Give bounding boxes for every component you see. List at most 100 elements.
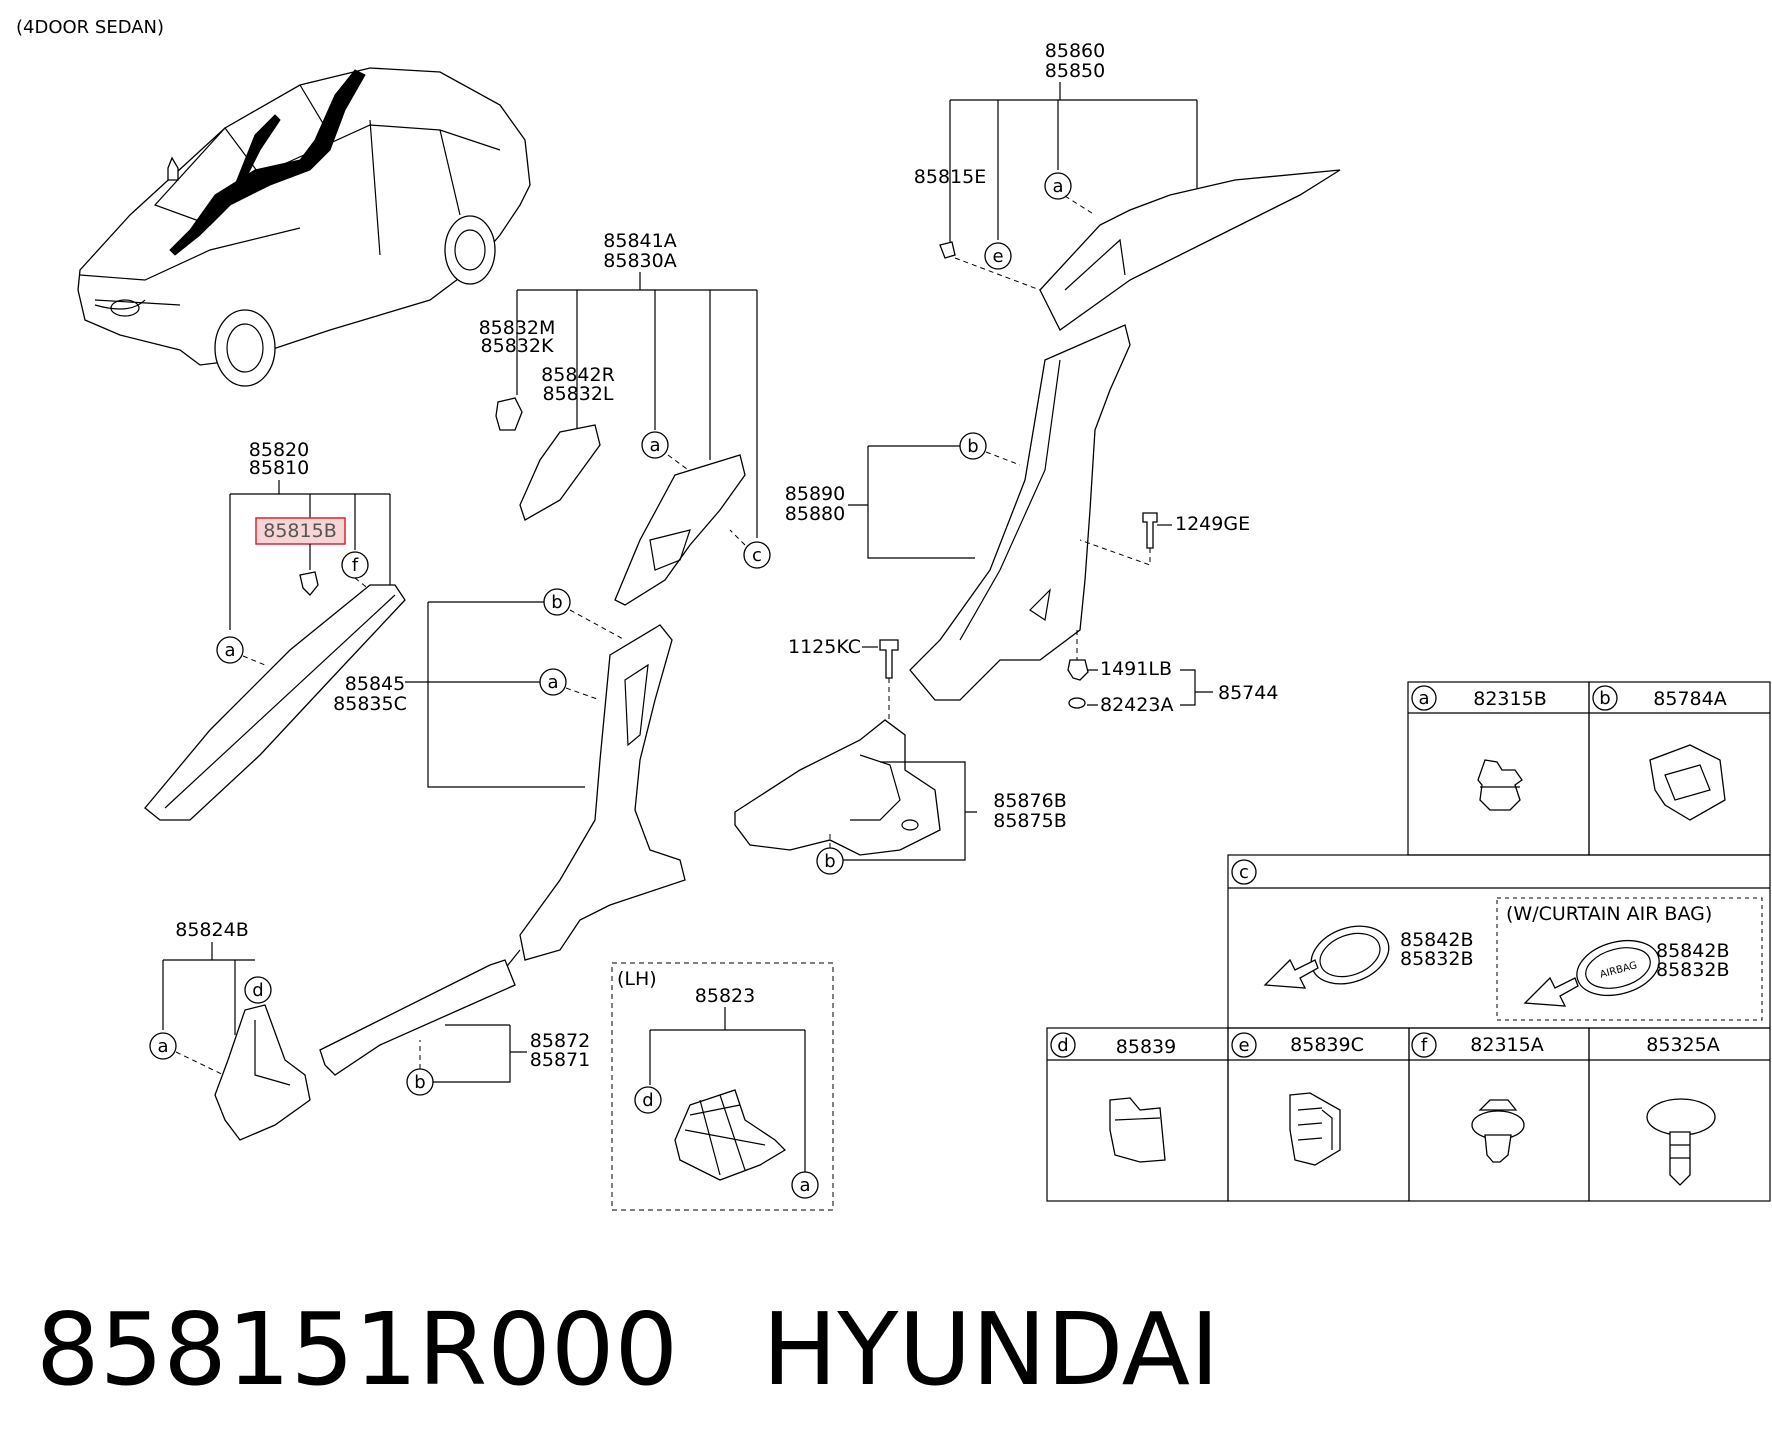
car-illustration [77, 67, 531, 387]
legend-part-85832B: 85832B [1400, 948, 1473, 970]
callout-b: b [406, 1068, 434, 1096]
callout-b: b [816, 847, 844, 875]
footer-brand: HYUNDAI [762, 1291, 1220, 1408]
icon-85842B-airbag [1576, 939, 1660, 997]
svg-text:a: a [1052, 176, 1063, 197]
label-85835C: 85835C [333, 693, 407, 715]
svg-text:f: f [352, 555, 359, 576]
callout-c: c [743, 541, 771, 569]
label-85875B: 85875B [993, 810, 1066, 832]
legend-callout-f: f [1411, 1032, 1437, 1058]
label-1491LB: 1491LB [1100, 658, 1172, 680]
part-85842R [519, 424, 601, 521]
callout-d: d [634, 1086, 662, 1114]
curtain-airbag-note: (W/CURTAIN AIR BAG) [1506, 903, 1712, 925]
legend-part-82315A: 82315A [1470, 1034, 1543, 1056]
fastener-1491LB [1067, 659, 1089, 681]
fastener-1125KC [879, 639, 899, 679]
icon-85839C-clip [1289, 1092, 1341, 1166]
legend-part-85832B-airbag: 85832B [1656, 959, 1729, 981]
svg-text:b: b [414, 1072, 425, 1093]
label-85850: 85850 [1045, 60, 1105, 82]
label-85820: 85820 [249, 439, 309, 461]
svg-text:b: b [1599, 688, 1610, 709]
label-85823: 85823 [695, 985, 755, 1007]
callout-a: a [1044, 172, 1072, 200]
svg-text:b: b [551, 592, 562, 613]
svg-text:e: e [1238, 1035, 1249, 1056]
lh-detail-box [611, 962, 834, 1211]
callout-a: a [216, 636, 244, 664]
label-85815B: 85815B [263, 520, 336, 542]
callout-a: a [149, 1032, 177, 1060]
label-85810: 85810 [249, 457, 309, 479]
callout-a: a [539, 668, 567, 696]
label-lh: (LH) [617, 968, 657, 990]
legend-part-85325A: 85325A [1646, 1034, 1719, 1056]
label-85860: 85860 [1045, 40, 1105, 62]
part-85872-sill [319, 959, 516, 1076]
label-85841A: 85841A [603, 230, 676, 252]
svg-text:c: c [1239, 862, 1249, 883]
highlight-box-85815B[interactable] [255, 517, 346, 545]
label-85876B: 85876B [993, 790, 1066, 812]
svg-text:f: f [1421, 1035, 1428, 1056]
legend-part-85842B-airbag: 85842B [1656, 940, 1729, 962]
svg-text:a: a [649, 435, 660, 456]
part-85823 [674, 1089, 787, 1181]
label-82423A: 82423A [1100, 694, 1173, 716]
svg-text:a: a [157, 1036, 168, 1057]
label-85872: 85872 [530, 1030, 590, 1052]
legend-part-82315B: 82315B [1473, 688, 1546, 710]
callout-e: e [984, 242, 1012, 270]
label-85871: 85871 [530, 1049, 590, 1071]
svg-text:b: b [824, 851, 835, 872]
part-85832M [495, 397, 523, 431]
label-85815E: 85815E [914, 166, 986, 188]
callout-a: a [791, 1171, 819, 1199]
svg-text:d: d [1057, 1035, 1068, 1056]
label-85845: 85845 [345, 673, 405, 695]
legend-part-85784A: 85784A [1653, 688, 1726, 710]
icon-85784A-clip [1649, 744, 1726, 821]
curtain-airbag-box [1496, 897, 1763, 1021]
svg-text:a: a [1418, 688, 1429, 709]
label-85832K: 85832K [481, 335, 554, 357]
legend-part-85839: 85839 [1116, 1036, 1176, 1058]
body-type-note: (4DOOR SEDAN) [16, 17, 164, 38]
svg-text:e: e [992, 246, 1003, 267]
label-85832M: 85832M [479, 317, 556, 339]
callout-b: b [959, 432, 987, 460]
label-85832L: 85832L [542, 383, 613, 405]
part-85841A [614, 454, 746, 606]
icon-85842B-plain [1310, 925, 1390, 985]
icon-82315B-clip [1477, 759, 1523, 811]
label-85890: 85890 [785, 483, 845, 505]
label-1249GE: 1249GE [1175, 513, 1250, 535]
svg-text:d: d [252, 980, 263, 1001]
svg-text:c: c [752, 545, 762, 566]
legend-table: a 82315B b 85784A c 85842B 85832B (W/CUR… [1046, 681, 1771, 1202]
part-b-pillar [519, 624, 686, 961]
svg-text:d: d [642, 1090, 653, 1111]
part-85890-quarter-trim [909, 324, 1131, 701]
part-a-pillar-trim [144, 584, 406, 821]
label-1125KC: 1125KC [788, 636, 861, 658]
fastener-1249GE [1142, 512, 1158, 549]
callout-f: f [341, 551, 369, 579]
label-85880: 85880 [785, 503, 845, 525]
label-85830A: 85830A [603, 250, 676, 272]
svg-text:a: a [224, 640, 235, 661]
arrow-icon [1523, 976, 1579, 1007]
legend-callout-b: b [1592, 685, 1618, 711]
legend-part-85839C: 85839C [1290, 1034, 1364, 1056]
washer-82423A [1068, 697, 1086, 709]
callout-d: d [244, 976, 272, 1004]
part-85860 [1039, 169, 1341, 331]
svg-text:a: a [547, 672, 558, 693]
part-85876B [734, 719, 941, 856]
part-85824B [214, 1004, 311, 1141]
legend-part-85842B: 85842B [1400, 929, 1473, 951]
parts-diagram: (4DOOR SEDAN) 85820 85810 85815B f a 858… [16, 17, 1771, 1211]
